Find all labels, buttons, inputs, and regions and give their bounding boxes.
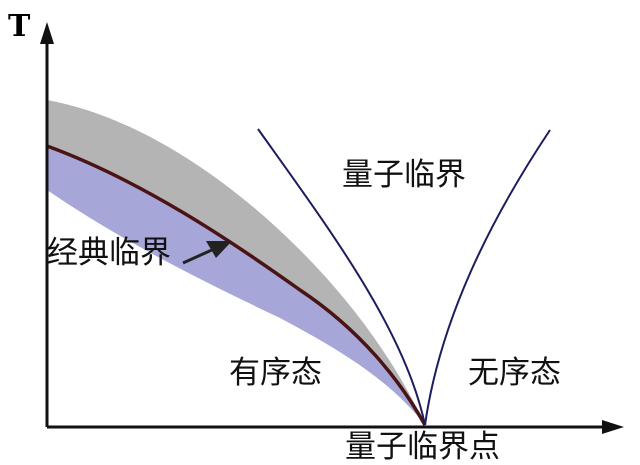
classical-pointer-shaft [182, 247, 215, 265]
phase-diagram-canvas [40, 22, 624, 434]
crossover-line-right [424, 129, 551, 426]
classical-pointer-head [206, 241, 232, 258]
ordered-phase-label: 有序态 [229, 355, 322, 391]
classical-critical-label: 经典临界 [47, 235, 171, 271]
disordered-phase-label: 无序态 [468, 355, 561, 391]
x-axis-arrow [602, 420, 624, 434]
quantum-critical-point-label: 量子临界点 [345, 429, 500, 465]
phase-boundary-line [46, 144, 427, 426]
phase-diagram: T 经典临界 量子临界 有序态 无序态 量子临界点 [8, 9, 624, 463]
y-axis-arrow [40, 22, 54, 44]
crossover-line-left [257, 128, 426, 426]
quantum-critical-label: 量子临界 [342, 157, 466, 193]
classical-band-upper [47, 100, 425, 425]
classical-band-lower [47, 146, 425, 425]
y-axis-label: T [8, 9, 31, 44]
